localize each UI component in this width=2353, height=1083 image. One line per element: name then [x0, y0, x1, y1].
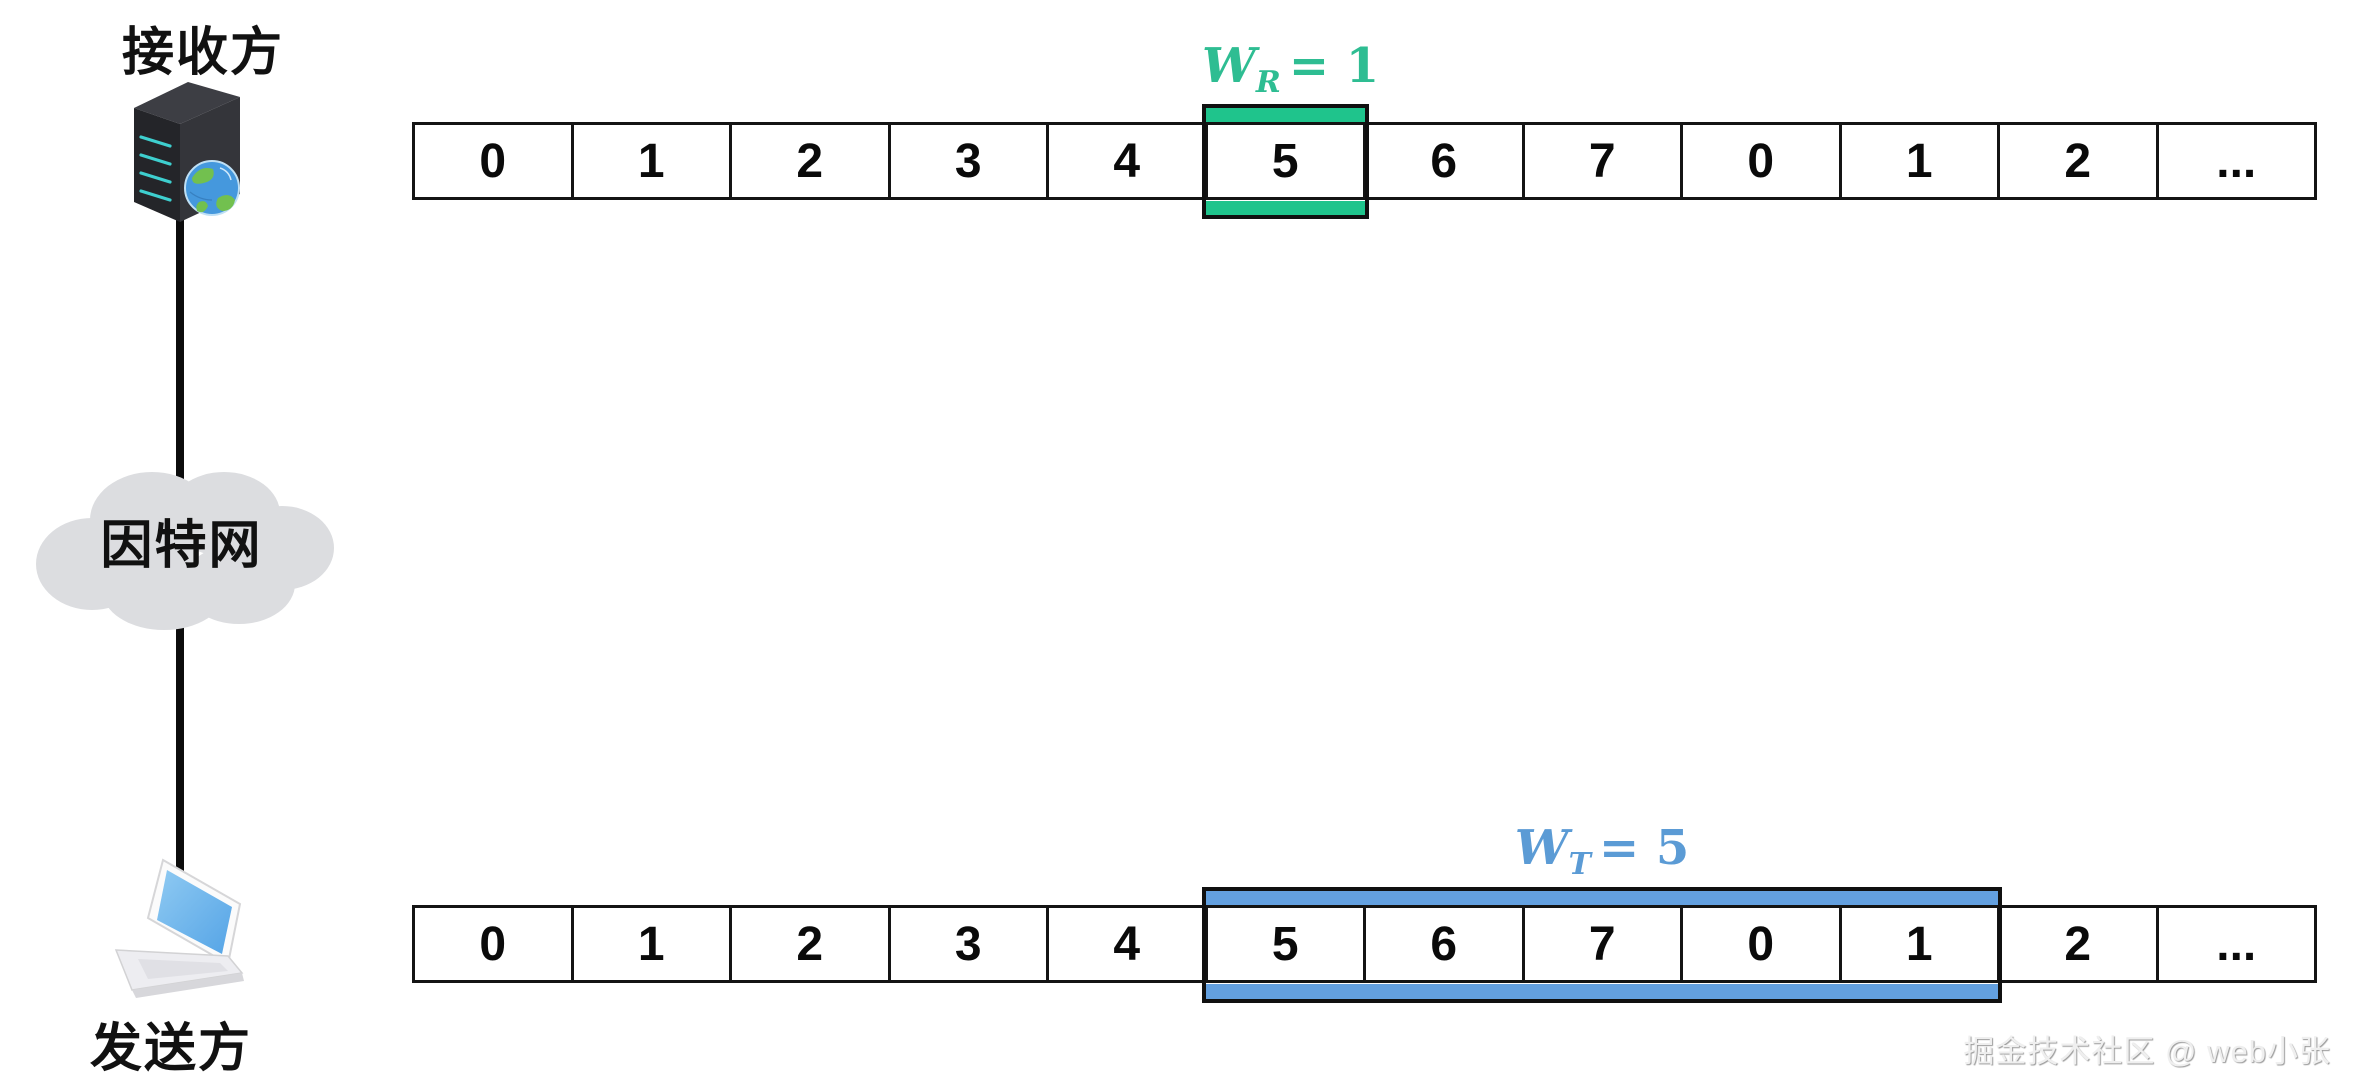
watermark: 掘金技术社区 @ web小张: [1963, 1034, 2331, 1069]
sequence-cell: 7: [1525, 125, 1683, 197]
sequence-cell: 4: [1049, 908, 1208, 980]
sequence-cell: 1: [574, 908, 732, 980]
laptop-icon: [114, 858, 244, 998]
send-window-symbol: W: [1514, 820, 1569, 876]
sequence-cell: 3: [891, 125, 1049, 197]
sequence-cell: 7: [1525, 908, 1683, 980]
sender-sequence-row: 0 1 2 3 4 5 6 7 0 1 2 ...: [412, 905, 2317, 983]
sequence-cell: 0: [1683, 908, 1842, 980]
sequence-cell: 0: [1683, 125, 1842, 197]
receiver-label: 接收方: [122, 24, 285, 82]
send-window-label: WT= 5: [1202, 820, 2002, 882]
sequence-cell: 5: [1208, 908, 1366, 980]
sequence-cell: 1: [1842, 125, 2000, 197]
receive-window-value: = 1: [1288, 38, 1380, 94]
globe-icon: [184, 160, 240, 216]
sender-label: 发送方: [90, 1020, 253, 1078]
sequence-cell: 6: [1366, 908, 1525, 980]
send-window-subscript: T: [1568, 847, 1591, 882]
sequence-cell: 3: [891, 908, 1049, 980]
server-icon: [134, 82, 240, 222]
receiver-sequence-row: 0 1 2 3 4 5 6 7 0 1 2 ...: [412, 122, 2317, 200]
sequence-cell: 6: [1366, 125, 1525, 197]
receive-window-symbol: W: [1202, 38, 1256, 94]
cloud-icon: [36, 472, 334, 630]
receive-window-subscript: R: [1255, 65, 1281, 100]
sequence-cell: 2: [2000, 908, 2159, 980]
receive-window-label: WR= 1: [1202, 38, 1379, 100]
sequence-cell: 2: [2000, 125, 2159, 197]
sequence-cell: 1: [1842, 908, 2000, 980]
sequence-cell: 4: [1049, 125, 1208, 197]
sequence-cell: ...: [2216, 917, 2257, 971]
sequence-cell: 0: [415, 125, 574, 197]
sequence-cell: 0: [415, 908, 574, 980]
send-window-value: = 5: [1598, 820, 1690, 876]
server-led-slits: [139, 135, 172, 202]
sequence-cell: 5: [1208, 125, 1366, 197]
sequence-cell: 2: [732, 125, 891, 197]
sequence-cell: 2: [732, 908, 891, 980]
internet-label: 因特网: [100, 517, 263, 575]
sequence-cell: 1: [574, 125, 732, 197]
sequence-cell: ...: [2216, 134, 2257, 188]
